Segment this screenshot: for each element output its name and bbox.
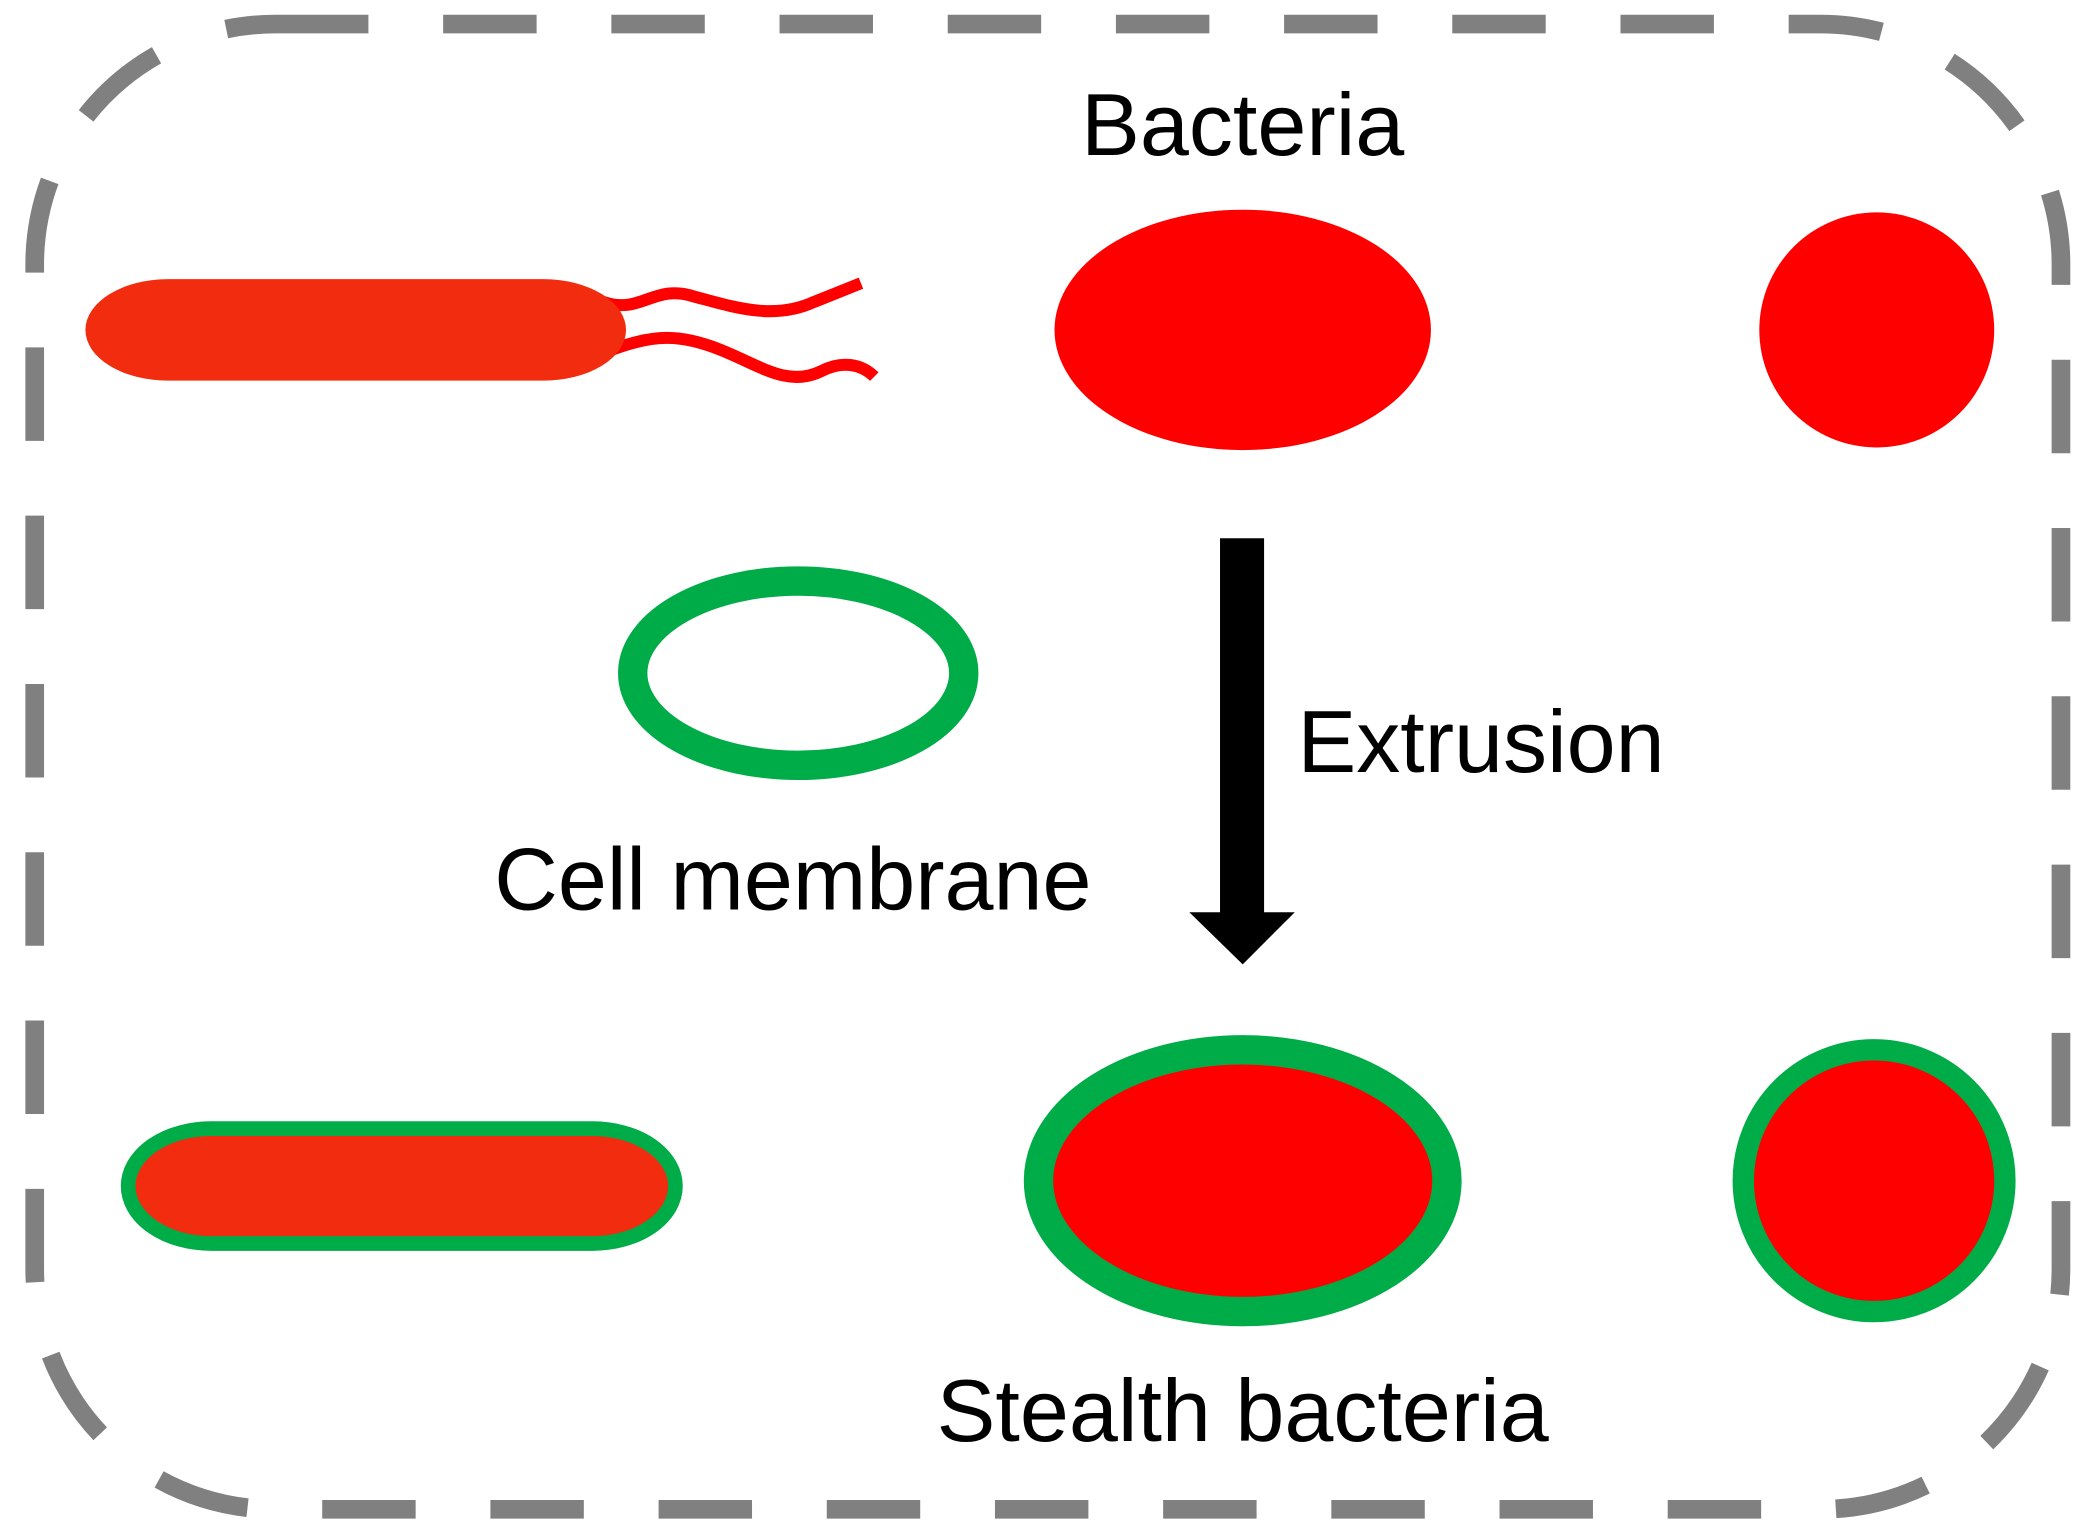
arrow-shaft [1220, 538, 1265, 915]
oval-bacterium-icon [1054, 209, 1431, 451]
bacteria-label: Bacteria [1081, 75, 1404, 174]
stealth-oval-bacterium-icon [1023, 1035, 1462, 1327]
stealth-rod-bacterium-icon [120, 1121, 683, 1251]
round-bacterium-icon [1759, 212, 1995, 448]
cell-membrane-ring-icon [618, 566, 979, 781]
arrow-head [1189, 912, 1295, 965]
flagellum-lower [609, 332, 879, 383]
stealth-bacteria-label: Stealth bacteria [937, 1361, 1549, 1460]
dashed-border [25, 14, 2071, 1519]
rod-bacterium-with-flagella-icon [85, 277, 879, 383]
rod-body [85, 279, 627, 381]
cell-membrane-label: Cell membrane [494, 830, 1091, 929]
extrusion-label: Extrusion [1297, 692, 1664, 791]
down-arrow-icon [1189, 538, 1295, 965]
flagellum-upper [601, 277, 864, 318]
stealth-round-bacterium-icon [1732, 1039, 2016, 1323]
